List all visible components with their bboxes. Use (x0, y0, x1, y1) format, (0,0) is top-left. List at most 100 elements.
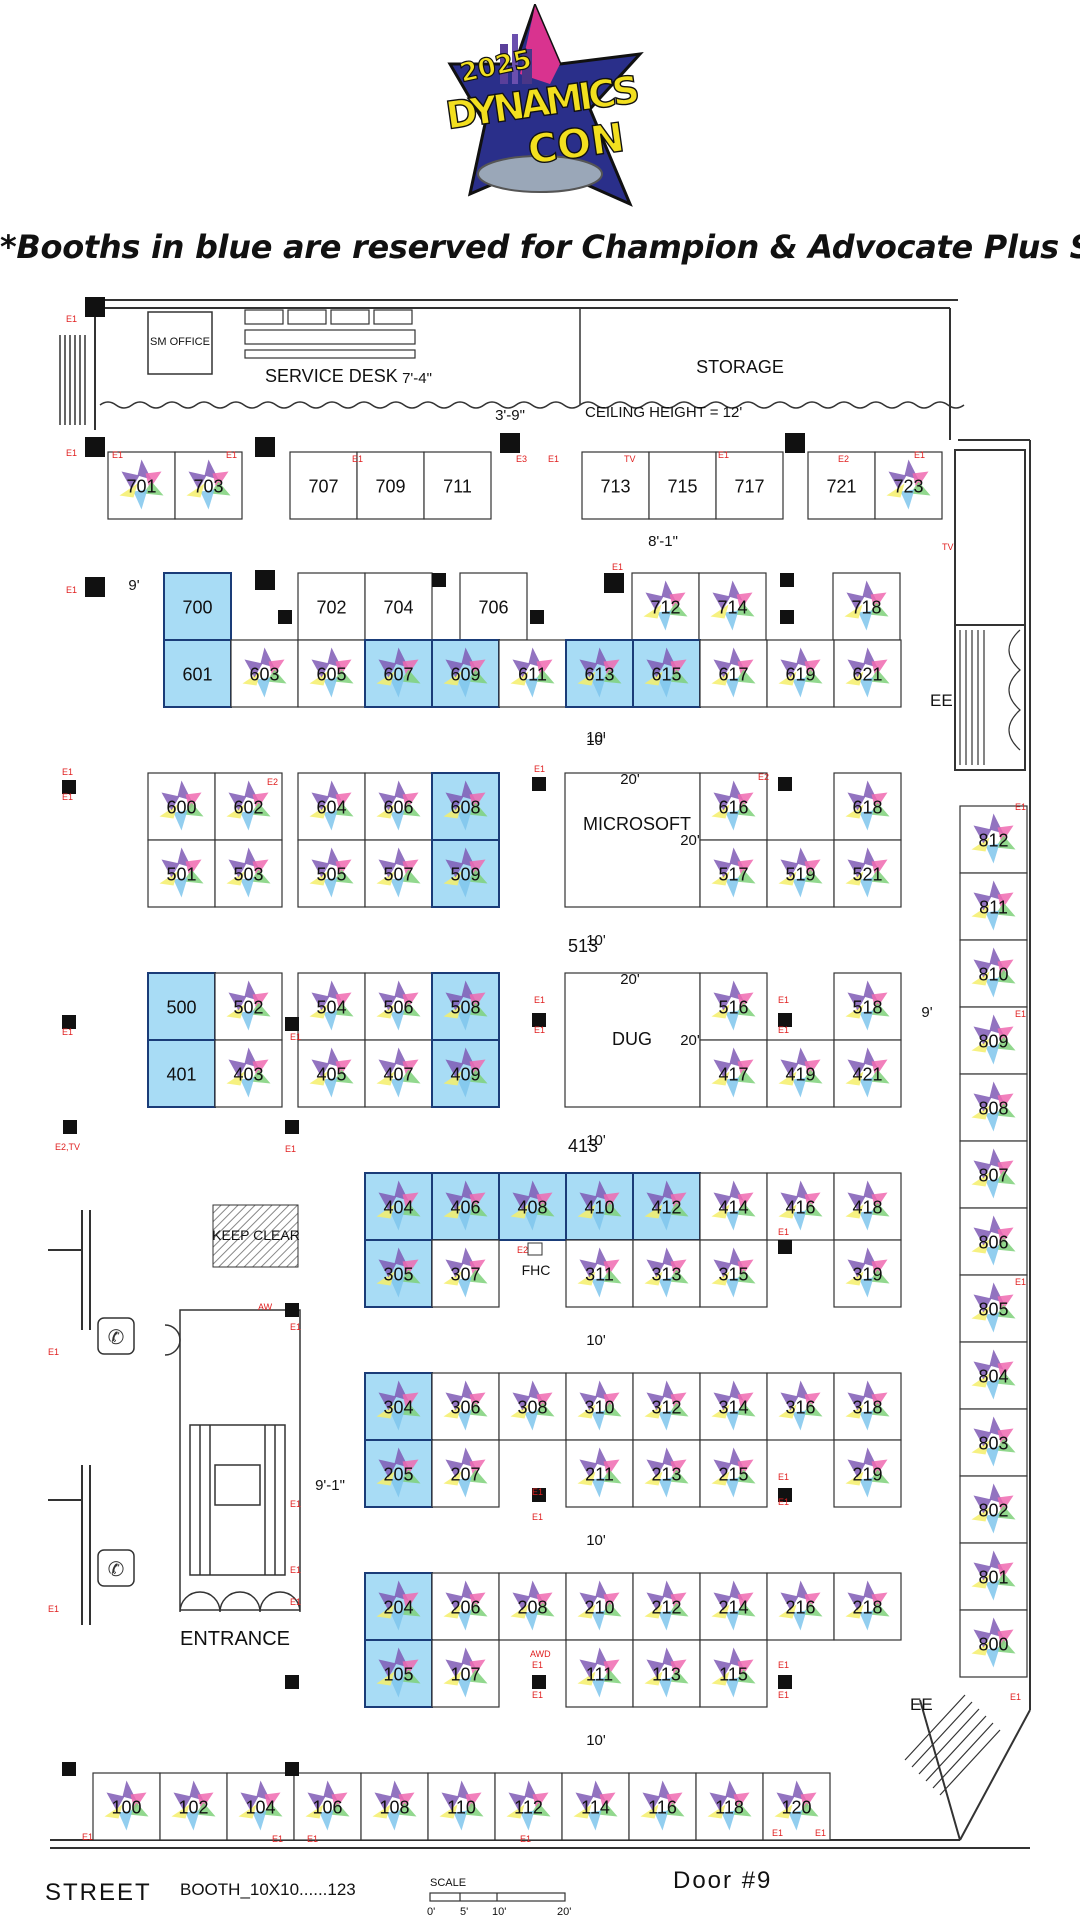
booth-604[interactable]: 604 (297, 772, 366, 841)
booth-100[interactable]: 100 (92, 1772, 161, 1841)
booth-401[interactable]: 401 (147, 1039, 216, 1108)
booth-516[interactable]: 516 (699, 972, 768, 1041)
booth-505[interactable]: 505 (297, 839, 366, 908)
booth-407[interactable]: 407 (364, 1039, 433, 1108)
booth-811[interactable]: 811 (959, 872, 1028, 941)
booth-703[interactable]: 703 (174, 451, 243, 520)
booth-617[interactable]: 617 (699, 639, 768, 708)
booth-503[interactable]: 503 (214, 839, 283, 908)
booth-721[interactable]: 721 (807, 451, 876, 520)
booth-403[interactable]: 403 (214, 1039, 283, 1108)
booth-605[interactable]: 605 (297, 639, 366, 708)
booth-717[interactable]: 717 (715, 451, 784, 520)
booth-216[interactable]: 216 (766, 1572, 835, 1641)
booth-501[interactable]: 501 (147, 839, 216, 908)
booth-104[interactable]: 104 (226, 1772, 295, 1841)
booth-700[interactable]: 700 (163, 572, 232, 641)
booth-417[interactable]: 417 (699, 1039, 768, 1108)
booth-116[interactable]: 116 (628, 1772, 697, 1841)
microsoft-booth[interactable] (564, 772, 701, 908)
booth-711[interactable]: 711 (423, 451, 492, 520)
booth-205[interactable]: 205 (364, 1439, 433, 1508)
booth-204[interactable]: 204 (364, 1572, 433, 1641)
booth-111[interactable]: 111 (565, 1639, 634, 1708)
booth-106[interactable]: 106 (293, 1772, 362, 1841)
booth-416[interactable]: 416 (766, 1172, 835, 1241)
booth-615[interactable]: 615 (632, 639, 701, 708)
booth-212[interactable]: 212 (632, 1572, 701, 1641)
booth-806[interactable]: 806 (959, 1207, 1028, 1276)
booth-304[interactable]: 304 (364, 1372, 433, 1441)
booth-506[interactable]: 506 (364, 972, 433, 1041)
booth-412[interactable]: 412 (632, 1172, 701, 1241)
booth-714[interactable]: 714 (698, 572, 767, 641)
booth-406[interactable]: 406 (431, 1172, 500, 1241)
booth-112[interactable]: 112 (494, 1772, 563, 1841)
booth-800[interactable]: 800 (959, 1609, 1028, 1678)
booth-206[interactable]: 206 (431, 1572, 500, 1641)
booth-810[interactable]: 810 (959, 939, 1028, 1008)
booth-113[interactable]: 113 (632, 1639, 701, 1708)
booth-219[interactable]: 219 (833, 1439, 902, 1508)
booth-706[interactable]: 706 (459, 572, 528, 641)
booth-509[interactable]: 509 (431, 839, 500, 908)
booth-310[interactable]: 310 (565, 1372, 634, 1441)
booth-419[interactable]: 419 (766, 1039, 835, 1108)
booth-803[interactable]: 803 (959, 1408, 1028, 1477)
booth-308[interactable]: 308 (498, 1372, 567, 1441)
booth-120[interactable]: 120 (762, 1772, 831, 1841)
booth-801[interactable]: 801 (959, 1542, 1028, 1611)
booth-409[interactable]: 409 (431, 1039, 500, 1108)
booth-311[interactable]: 311 (565, 1239, 634, 1308)
booth-118[interactable]: 118 (695, 1772, 764, 1841)
dug-booth[interactable] (564, 972, 701, 1108)
booth-812[interactable]: 812 (959, 805, 1028, 874)
booth-414[interactable]: 414 (699, 1172, 768, 1241)
booth-609[interactable]: 609 (431, 639, 500, 708)
booth-305[interactable]: 305 (364, 1239, 433, 1308)
booth-521[interactable]: 521 (833, 839, 902, 908)
booth-211[interactable]: 211 (565, 1439, 634, 1508)
booth-318[interactable]: 318 (833, 1372, 902, 1441)
booth-502[interactable]: 502 (214, 972, 283, 1041)
booth-621[interactable]: 621 (833, 639, 902, 708)
booth-316[interactable]: 316 (766, 1372, 835, 1441)
booth-600[interactable]: 600 (147, 772, 216, 841)
booth-114[interactable]: 114 (561, 1772, 630, 1841)
booth-807[interactable]: 807 (959, 1140, 1028, 1209)
booth-314[interactable]: 314 (699, 1372, 768, 1441)
booth-421[interactable]: 421 (833, 1039, 902, 1108)
booth-518[interactable]: 518 (833, 972, 902, 1041)
booth-507[interactable]: 507 (364, 839, 433, 908)
booth-208[interactable]: 208 (498, 1572, 567, 1641)
booth-802[interactable]: 802 (959, 1475, 1028, 1544)
booth-410[interactable]: 410 (565, 1172, 634, 1241)
booth-517[interactable]: 517 (699, 839, 768, 908)
booth-215[interactable]: 215 (699, 1439, 768, 1508)
booth-110[interactable]: 110 (427, 1772, 496, 1841)
booth-306[interactable]: 306 (431, 1372, 500, 1441)
booth-619[interactable]: 619 (766, 639, 835, 708)
booth-713[interactable]: 713 (581, 451, 650, 520)
booth-218[interactable]: 218 (833, 1572, 902, 1641)
booth-207[interactable]: 207 (431, 1439, 500, 1508)
booth-723[interactable]: 723 (874, 451, 943, 520)
booth-607[interactable]: 607 (364, 639, 433, 708)
booth-107[interactable]: 107 (431, 1639, 500, 1708)
booth-704[interactable]: 704 (364, 572, 433, 641)
booth-616[interactable]: 616 (699, 772, 768, 841)
booth-805[interactable]: 805 (959, 1274, 1028, 1343)
booth-808[interactable]: 808 (959, 1073, 1028, 1142)
booth-405[interactable]: 405 (297, 1039, 366, 1108)
booth-519[interactable]: 519 (766, 839, 835, 908)
booth-102[interactable]: 102 (159, 1772, 228, 1841)
booth-307[interactable]: 307 (431, 1239, 500, 1308)
booth-500[interactable]: 500 (147, 972, 216, 1041)
booth-603[interactable]: 603 (230, 639, 299, 708)
booth-108[interactable]: 108 (360, 1772, 429, 1841)
booth-613[interactable]: 613 (565, 639, 634, 708)
booth-418[interactable]: 418 (833, 1172, 902, 1241)
booth-611[interactable]: 611 (498, 639, 567, 708)
booth-715[interactable]: 715 (648, 451, 717, 520)
booth-315[interactable]: 315 (699, 1239, 768, 1308)
